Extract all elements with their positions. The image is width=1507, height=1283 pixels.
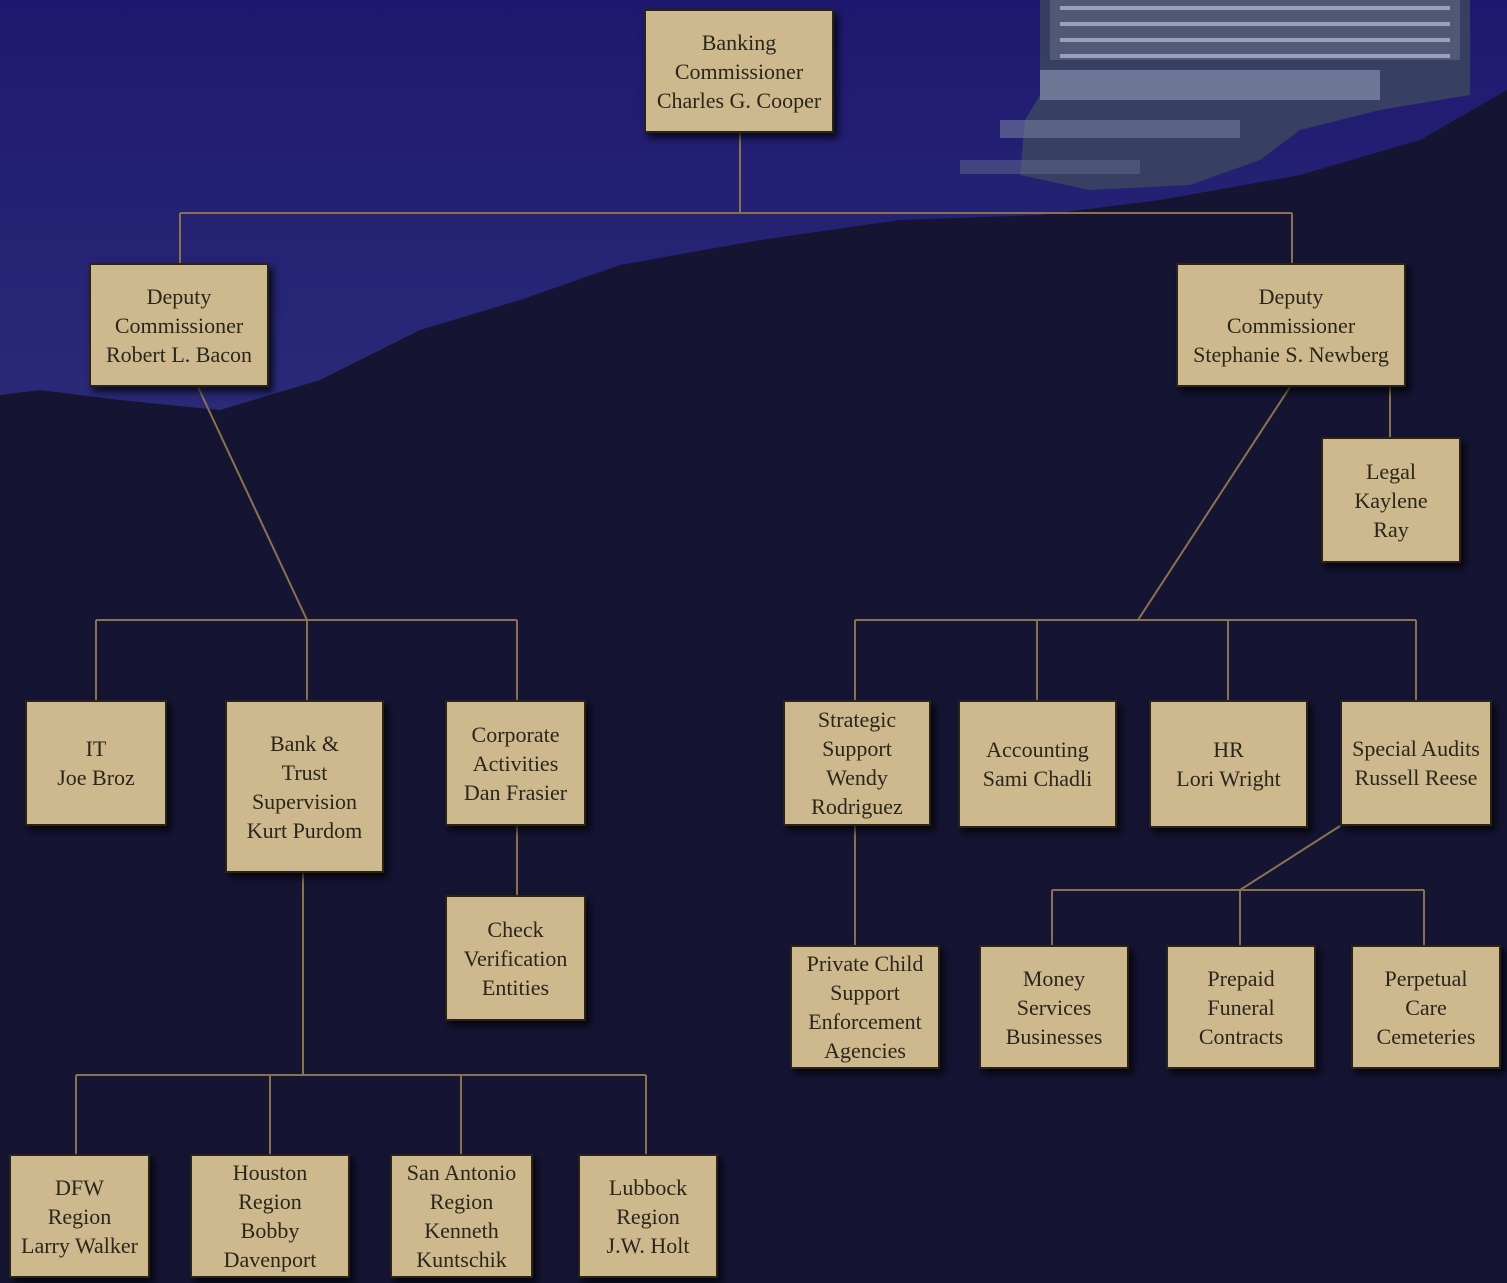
node-it: IT Joe Broz	[25, 700, 167, 826]
node-label: Check Verification Entities	[463, 916, 568, 1000]
node-strategic-support: Strategic Support Wendy Rodriguez	[783, 700, 931, 826]
node-prepaid-funeral-contracts: Prepaid Funeral Contracts	[1166, 945, 1316, 1069]
node-special-audits: Special Audits Russell Reese	[1340, 700, 1492, 826]
node-corporate-activities: Corporate Activities Dan Frasier	[445, 700, 586, 826]
node-label: Strategic Support Wendy Rodriguez	[811, 707, 903, 819]
node-check-verification-entities: Check Verification Entities	[445, 895, 586, 1021]
node-label: Perpetual Care Cemeteries	[1376, 965, 1476, 1049]
node-private-child-support: Private Child Support Enforcement Agenci…	[790, 945, 940, 1069]
node-label: IT Joe Broz	[57, 736, 135, 790]
node-banking-commissioner: Banking Commissioner Charles G. Cooper	[644, 9, 834, 133]
node-lubbock-region: Lubbock Region J.W. Holt	[578, 1154, 718, 1278]
node-label: Special Audits Russell Reese	[1352, 736, 1480, 790]
node-label: DFW Region Larry Walker	[21, 1174, 138, 1258]
node-label: Deputy Commissioner Stephanie S. Newberg	[1193, 283, 1389, 367]
node-label: Houston Region Bobby Davenport	[223, 1160, 317, 1272]
node-label: Money Services Businesses	[1005, 965, 1103, 1049]
node-houston-region: Houston Region Bobby Davenport	[190, 1154, 350, 1278]
building-silhouette	[960, 0, 1470, 190]
node-label: Prepaid Funeral Contracts	[1198, 965, 1284, 1049]
node-label: Private Child Support Enforcement Agenci…	[806, 951, 924, 1063]
node-label: Lubbock Region J.W. Holt	[606, 1174, 690, 1258]
node-label: Accounting Sami Chadli	[982, 737, 1093, 791]
node-label: Corporate Activities Dan Frasier	[463, 721, 568, 805]
node-label: HR Lori Wright	[1176, 737, 1281, 791]
node-dfw-region: DFW Region Larry Walker	[9, 1154, 150, 1278]
node-san-antonio-region: San Antonio Region Kenneth Kuntschik	[390, 1154, 533, 1278]
node-money-services-businesses: Money Services Businesses	[979, 945, 1129, 1069]
node-bank-trust-supervision: Bank & Trust Supervision Kurt Purdom	[225, 700, 384, 873]
node-deputy-commissioner-bacon: Deputy Commissioner Robert L. Bacon	[89, 263, 269, 387]
node-perpetual-care-cemeteries: Perpetual Care Cemeteries	[1351, 945, 1501, 1069]
node-accounting: Accounting Sami Chadli	[958, 700, 1117, 828]
node-hr: HR Lori Wright	[1149, 700, 1308, 828]
node-legal: Legal Kaylene Ray	[1321, 437, 1461, 563]
node-label: Bank & Trust Supervision Kurt Purdom	[246, 730, 363, 843]
node-label: San Antonio Region Kenneth Kuntschik	[406, 1160, 517, 1272]
node-label: Deputy Commissioner Robert L. Bacon	[105, 283, 253, 367]
node-deputy-commissioner-newberg: Deputy Commissioner Stephanie S. Newberg	[1176, 263, 1406, 387]
node-label: Legal Kaylene Ray	[1354, 458, 1428, 542]
node-label: Banking Commissioner Charles G. Cooper	[656, 29, 822, 113]
